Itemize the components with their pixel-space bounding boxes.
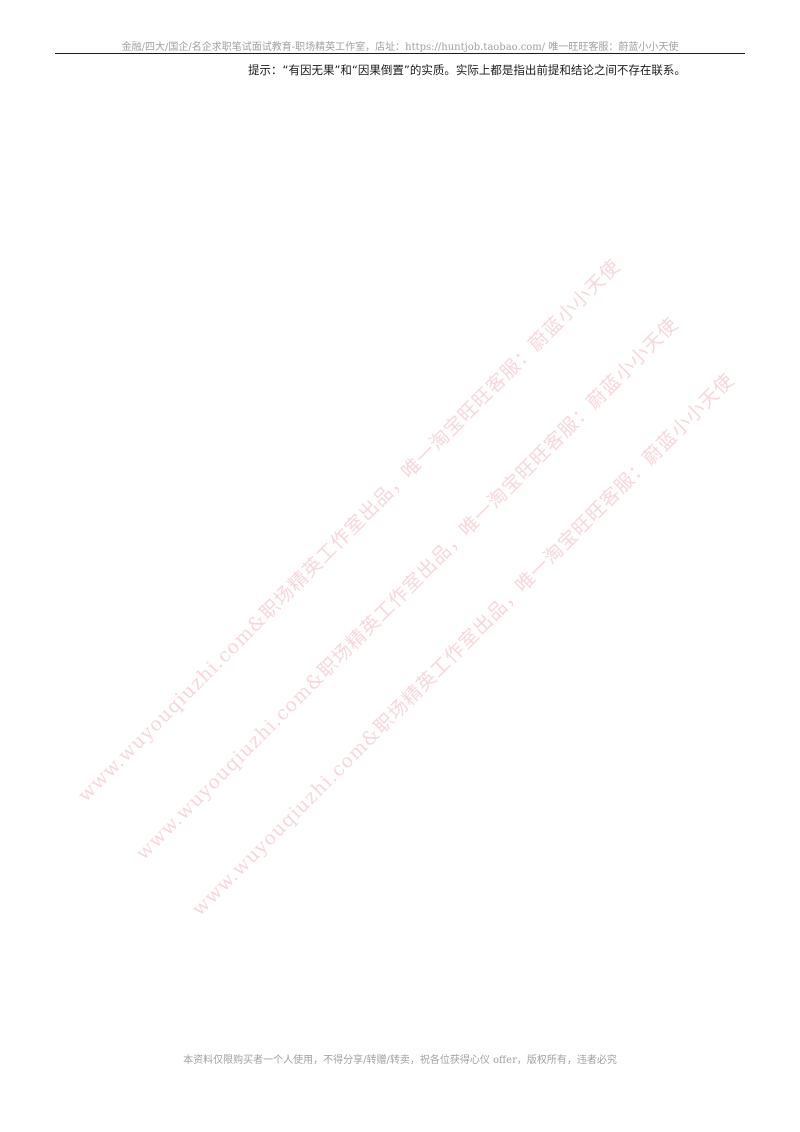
watermark-text: www.wuyouqiuzhi.com&职场精英工作室出品，唯一淘宝旺旺客服：蔚… <box>187 369 739 921</box>
watermark-text: www.wuyouqiuzhi.com&职场精英工作室出品，唯一淘宝旺旺客服：蔚… <box>73 255 625 807</box>
watermark-text: www.wuyouqiuzhi.com&职场精英工作室出品，唯一淘宝旺旺客服：蔚… <box>131 313 683 865</box>
hint-text: 提示：“有因无果”和“因果倒置”的实质。实际上都是指出前提和结论之间不存在联系。 <box>248 63 686 77</box>
header-divider <box>55 53 745 54</box>
page-header: 金融/四大/国企/名企求职笔试面试教育-职场精英工作室，店址：https://h… <box>121 42 679 53</box>
page-footer: 本资料仅限购买者一个人使用，不得分享/转赠/转卖，祝各位获得心仪 offer，版… <box>183 1055 617 1066</box>
